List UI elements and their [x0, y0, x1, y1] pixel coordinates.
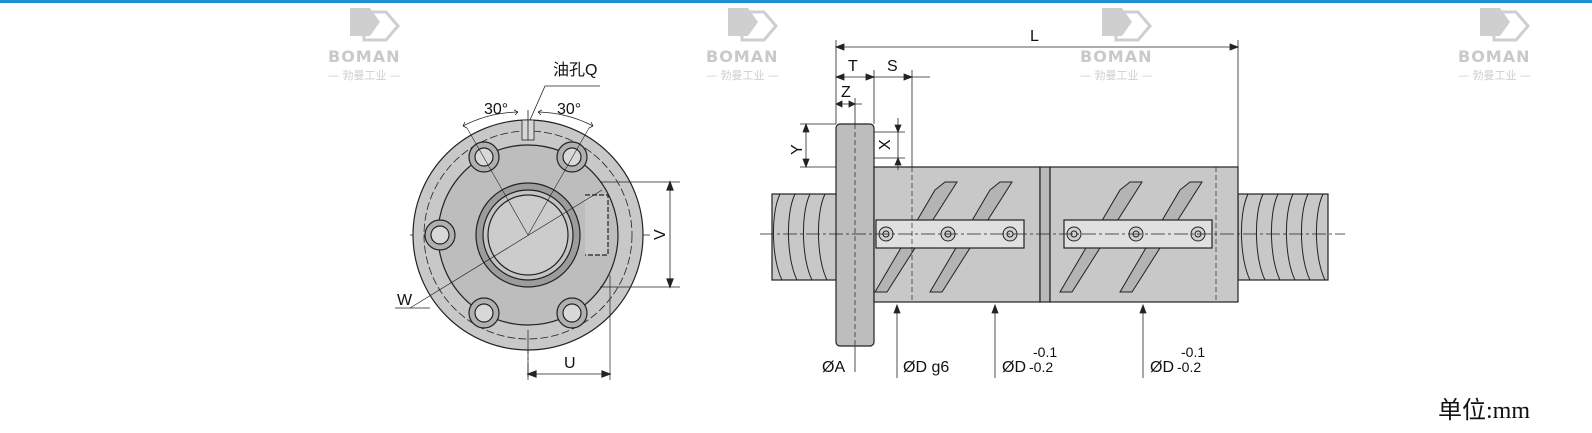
angle-left-label: 30° — [484, 101, 508, 118]
phi-d-2-label: ØD — [1150, 359, 1174, 376]
tol-1-upper: -0.1 — [1033, 344, 1057, 360]
side-view — [760, 123, 1345, 347]
l-label: L — [1030, 28, 1039, 45]
tol-2-upper: -0.1 — [1181, 344, 1205, 360]
watermark-2: BOMAN — 勃曼工业 — — [706, 6, 779, 82]
v-label: V — [652, 229, 669, 240]
u-label: U — [564, 355, 576, 372]
svg-text:BOMAN: BOMAN — [328, 47, 401, 66]
svg-text:— 勃曼工业 —: — 勃曼工业 — — [328, 69, 401, 82]
svg-text:BOMAN: BOMAN — [1458, 47, 1531, 66]
watermark-3: BOMAN — 勃曼工业 — — [1080, 6, 1153, 82]
svg-text:— 勃曼工业 —: — 勃曼工业 — — [1080, 69, 1153, 82]
bolt-hole — [424, 141, 588, 329]
tol-1-lower: -0.2 — [1029, 359, 1053, 375]
top-bar — [0, 0, 1592, 3]
svg-text:BOMAN: BOMAN — [1080, 47, 1153, 66]
y-label: Y — [789, 144, 806, 155]
unit-label: 单位:mm — [1438, 397, 1530, 424]
front-view — [395, 85, 680, 380]
svg-text:BOMAN: BOMAN — [706, 47, 779, 66]
watermark-4: BOMAN — 勃曼工业 — — [1458, 6, 1531, 82]
svg-text:— 勃曼工业 —: — 勃曼工业 — — [1458, 69, 1531, 82]
side-dimensions — [800, 40, 1240, 378]
angle-right-label: 30° — [557, 101, 581, 118]
tol-2-lower: -0.2 — [1177, 359, 1201, 375]
phi-d-g6-label: ØD g6 — [903, 359, 949, 376]
phi-a-label: ØA — [822, 359, 845, 376]
watermark-1: BOMAN — 勃曼工业 — — [328, 6, 401, 82]
phi-d-1-label: ØD — [1002, 359, 1026, 376]
svg-text:— 勃曼工业 —: — 勃曼工业 — — [706, 69, 779, 82]
t-label: T — [848, 58, 858, 75]
x-label: X — [877, 139, 894, 150]
oil-hole-label: 油孔Q — [553, 61, 597, 79]
s-label: S — [887, 58, 898, 75]
z-label: Z — [841, 84, 851, 101]
w-label: W — [397, 292, 413, 309]
